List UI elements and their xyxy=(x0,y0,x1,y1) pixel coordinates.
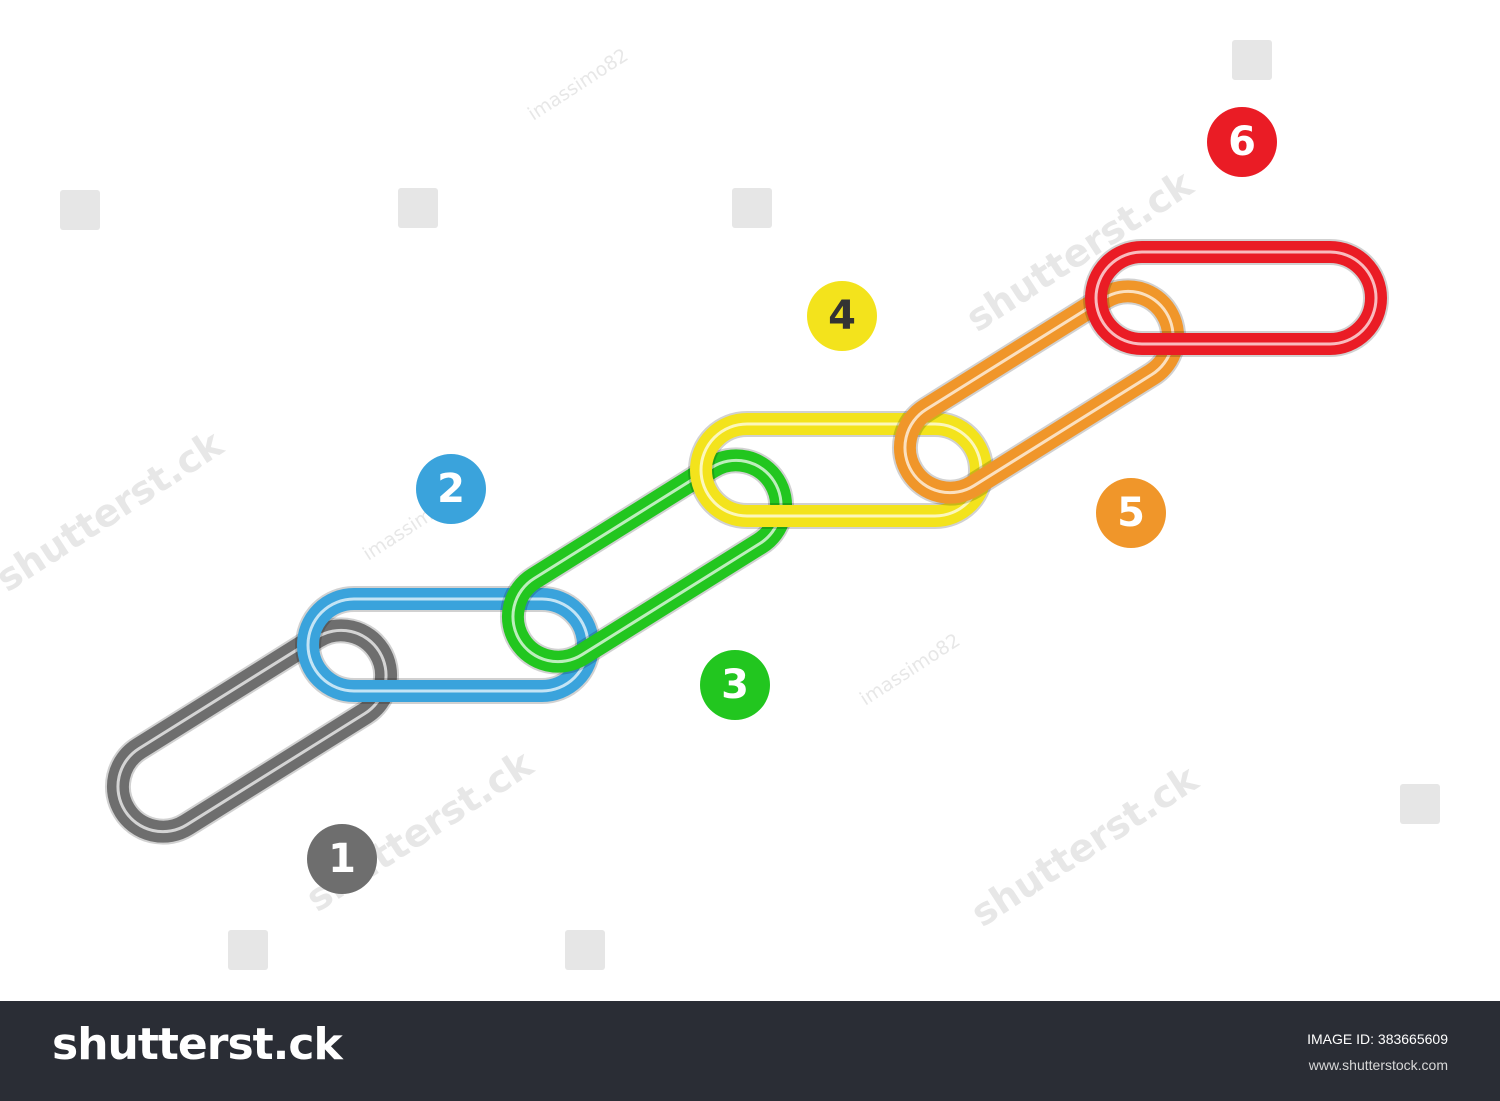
step-badge-5: 5 xyxy=(1096,478,1166,548)
image-id: IMAGE ID: 383665609 xyxy=(1307,1031,1448,1047)
shutterstock-logo: shutterst.ck xyxy=(52,1019,343,1070)
chain-link-1 xyxy=(104,617,400,845)
step-badge-4: 4 xyxy=(807,281,877,351)
watermark-mark xyxy=(60,190,100,230)
step-badge-1: 1 xyxy=(307,824,377,894)
step-badge-2: 2 xyxy=(416,454,486,524)
site-url[interactable]: www.shutterstock.com xyxy=(1308,1057,1448,1073)
chain-links xyxy=(104,239,1389,845)
step-badge-6: 6 xyxy=(1207,107,1277,177)
step-badge-3: 3 xyxy=(700,650,770,720)
chain-link-5 xyxy=(891,278,1187,506)
watermark-mark xyxy=(732,188,772,228)
chain-diagram xyxy=(104,239,1389,845)
watermark-mark xyxy=(565,930,605,970)
chain-link-2 xyxy=(295,586,601,704)
watermark-mark xyxy=(228,930,268,970)
watermark-mark xyxy=(398,188,438,228)
chain-link-3 xyxy=(499,447,795,675)
watermark-mark xyxy=(1232,40,1272,80)
watermark-mark xyxy=(1400,784,1440,824)
footer-bar: shutterst.ck IMAGE ID: 383665609 www.shu… xyxy=(0,1001,1500,1101)
chain-link-6 xyxy=(1083,239,1389,357)
